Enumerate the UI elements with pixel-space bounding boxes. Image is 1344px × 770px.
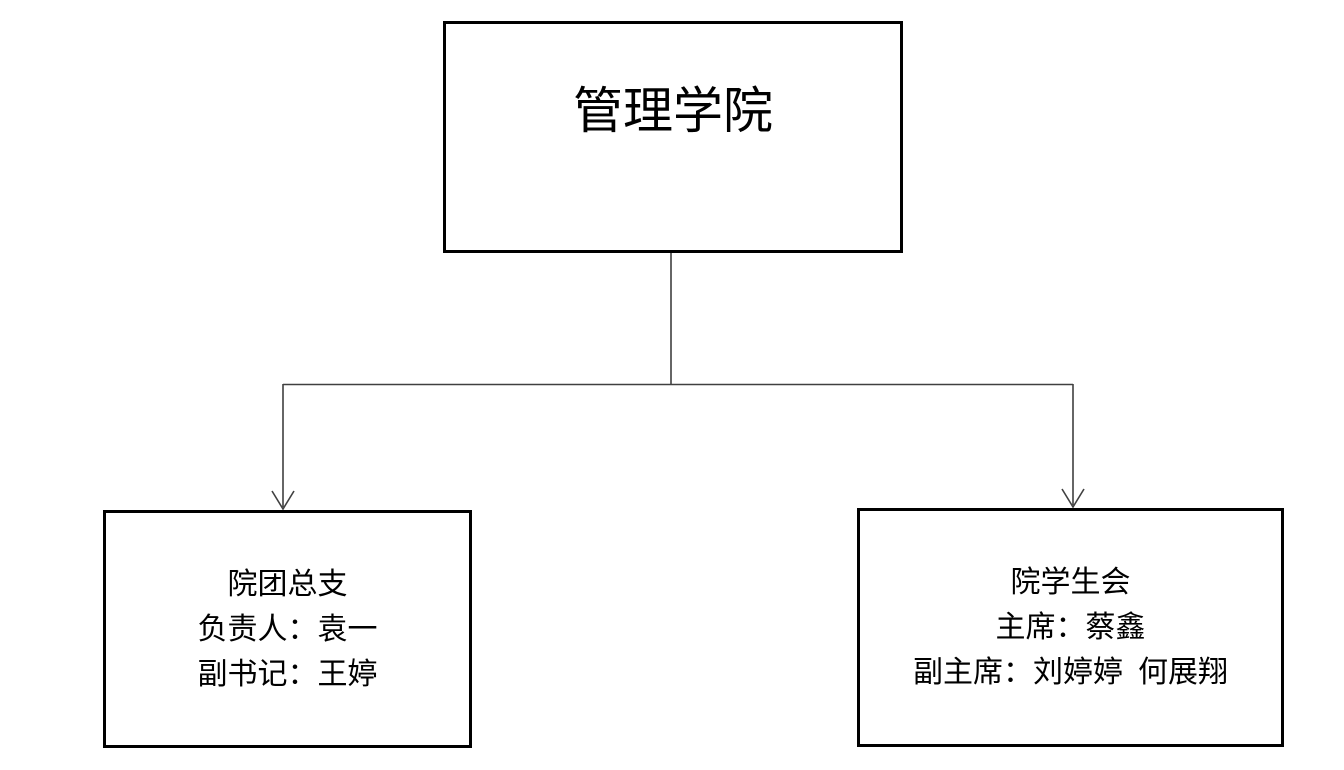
org-node-role-line: 主席：蔡鑫 bbox=[995, 611, 1146, 644]
org-node-title: 院团总支 bbox=[227, 567, 348, 601]
arrowhead-left-icon bbox=[271, 490, 295, 511]
org-node-student-union: 院学生会 主席：蔡鑫 副主席：刘婷婷 何展翔 bbox=[857, 508, 1284, 747]
org-node-root-label: 管理学院 bbox=[573, 83, 773, 139]
arrowhead-right-icon bbox=[1061, 488, 1085, 509]
org-node-role-line: 副主席：刘婷婷 何展翔 bbox=[913, 656, 1228, 689]
org-node-title: 院学生会 bbox=[1010, 566, 1131, 599]
org-node-role-line: 负责人：袁一 bbox=[197, 612, 378, 646]
org-node-youth-league-branch: 院团总支 负责人：袁一 副书记：王婷 bbox=[103, 510, 472, 748]
org-node-role-line: 副书记：王婷 bbox=[197, 657, 378, 691]
org-node-root: 管理学院 bbox=[443, 21, 903, 253]
